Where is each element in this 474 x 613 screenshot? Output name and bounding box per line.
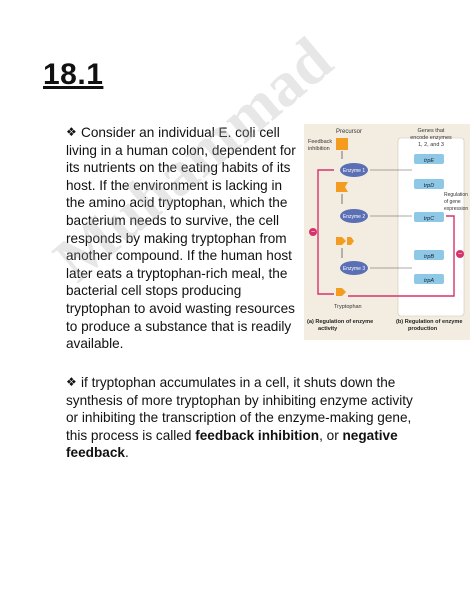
tryptophan-shape xyxy=(336,288,346,296)
intermediate-1-shape xyxy=(336,182,348,192)
genes-header-line1: Genes that xyxy=(418,128,445,134)
enzyme-2: Enzyme 2 xyxy=(340,209,368,223)
enzyme-3-label: Enzyme 3 xyxy=(343,266,365,272)
figure-svg: Precursor Feedback inhibition Genes that… xyxy=(307,128,468,332)
genes-header-line2: encode enzymes xyxy=(410,135,452,141)
gene-trpE: trpE xyxy=(414,154,444,164)
gene-trpB: trpB xyxy=(414,250,444,260)
section-heading: 18.1 xyxy=(43,58,104,91)
regulation-gene-line2: of gene xyxy=(444,199,461,205)
gene-trpE-label: trpE xyxy=(424,158,434,164)
feedback-label-line1: Feedback xyxy=(308,139,332,145)
term-feedback-inhibition: feedback inhibition xyxy=(195,427,320,443)
enzyme-1: Enzyme 1 xyxy=(340,163,368,177)
tryptophan-label: Tryptophan xyxy=(334,304,362,310)
bullet-marker-icon: ❖ xyxy=(66,375,77,389)
bullet2-end: . xyxy=(124,445,129,461)
bullet-paragraph-2: if tryptophan accumulates in a cell, it … xyxy=(66,374,426,462)
caption-b-line2: production xyxy=(408,326,438,332)
inhibition-minus-badge-left xyxy=(309,228,317,236)
precursor-label: Precursor xyxy=(336,129,362,135)
feedback-label-line2: inhibition xyxy=(308,146,330,152)
bullet2-text: if tryptophan accumulates in a cell, it … xyxy=(66,375,413,443)
gene-trpA-label: trpA xyxy=(424,278,434,284)
tryptophan-regulation-figure: Precursor Feedback inhibition Genes that… xyxy=(304,124,470,340)
inhibition-minus-left: − xyxy=(311,229,315,236)
genes-header-line3: 1, 2, and 3 xyxy=(418,142,444,148)
enzyme-3: Enzyme 3 xyxy=(340,261,368,275)
regulation-gene-line3: expression xyxy=(444,206,468,212)
intermediate-2-shape xyxy=(336,237,354,245)
gene-trpA: trpA xyxy=(414,274,444,284)
precursor-shape xyxy=(336,138,348,150)
enzyme-1-label: Enzyme 1 xyxy=(343,168,365,174)
caption-a-line2: activity xyxy=(318,326,338,332)
inhibition-minus-right: − xyxy=(458,251,462,258)
gene-trpD-label: trpD xyxy=(424,183,434,189)
bullet2-middle: , or xyxy=(319,427,343,443)
gene-trpD: trpD xyxy=(414,179,444,189)
term-negative-feedback: negative feedback xyxy=(66,427,398,461)
enzyme-2-label: Enzyme 2 xyxy=(343,214,365,220)
caption-b-line1: (b) Regulation of enzyme xyxy=(396,319,463,325)
gene-trpB-label: trpB xyxy=(424,254,434,260)
caption-a-line1: (a) Regulation of enzyme xyxy=(307,319,373,325)
bullet-marker-icon: ❖ xyxy=(66,125,77,139)
feedback-inhibition-arrow xyxy=(317,169,334,295)
gene-regulation-arrow xyxy=(348,215,455,297)
regulation-gene-line1: Regulation xyxy=(444,192,468,198)
bullet-paragraph-1: Consider an individual E. coli cell livi… xyxy=(66,125,296,352)
gene-trpC: trpC xyxy=(414,212,444,222)
gene-trpC-label: trpC xyxy=(424,216,434,222)
inhibition-minus-badge-right xyxy=(456,250,464,258)
